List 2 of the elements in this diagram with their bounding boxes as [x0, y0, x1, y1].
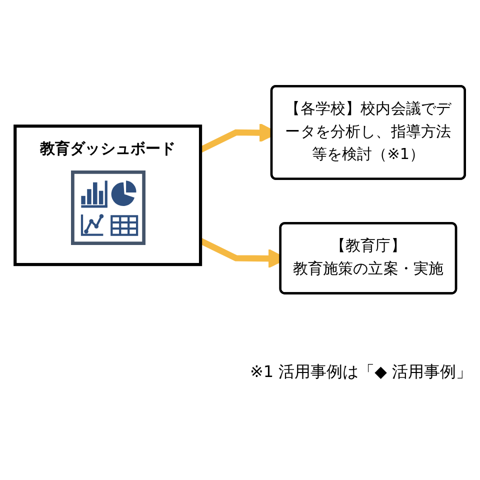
node-box: 教育ダッシュボード	[14, 124, 202, 266]
footnote: ※1 活用事例は「◆ 活用事例」	[250, 362, 472, 383]
